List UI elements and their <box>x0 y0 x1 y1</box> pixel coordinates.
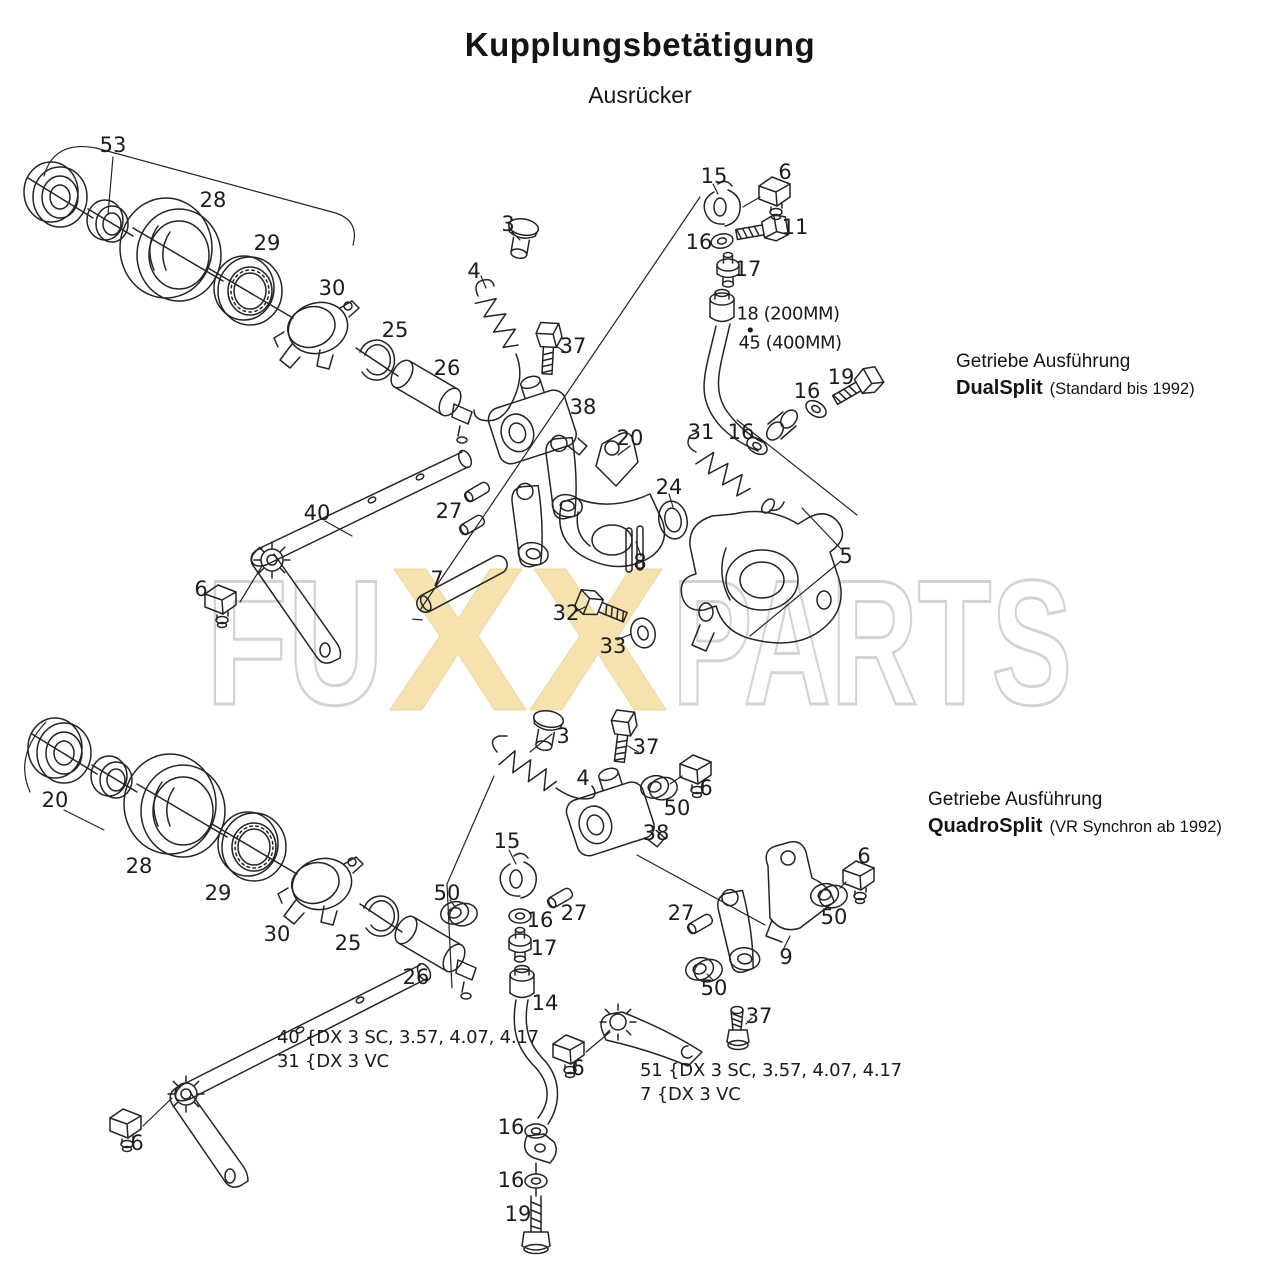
watermark-xx: XX <box>388 525 668 754</box>
leader-lines-upper <box>419 196 858 611</box>
hose-lower <box>513 999 559 1255</box>
hose-18-45-upper <box>703 288 799 459</box>
plug-3-upper <box>502 215 541 262</box>
bearing-row-upper <box>23 146 473 444</box>
bracket-20-upper <box>595 432 639 487</box>
bleeder-valve-17-lower <box>508 926 532 963</box>
watermark-parts: PARTS <box>672 543 1072 742</box>
watermark-fu: FU <box>206 543 384 742</box>
bearing-row-lower <box>24 717 477 1000</box>
variant-note-dualsplit: Getriebe Ausführung DualSplit (Standard b… <box>956 349 1195 403</box>
bushing-50-lower-b <box>637 769 681 806</box>
housing-5-upper <box>680 507 844 652</box>
master-cylinder-38-upper <box>478 365 590 480</box>
bushing-50-lower-d <box>682 951 726 988</box>
washer-16-upper-b <box>802 396 830 422</box>
variant-detail: (VR Synchron ab 1992) <box>1049 818 1222 836</box>
banjo-fitting-6-upper <box>742 176 791 221</box>
bolt-37-lower-a <box>605 708 640 765</box>
seal-ring-24-upper <box>657 493 689 540</box>
banjo-fitting-6-lower-d <box>552 1031 611 1079</box>
hose-clamp-15-lower <box>499 849 537 899</box>
hose-nut-14-lower <box>509 964 535 999</box>
bolt-37-lower-b <box>726 1005 753 1051</box>
drain-fitting-6-upper-left <box>204 565 263 629</box>
washer-16-lower-a <box>508 908 532 924</box>
page-subtitle: Ausrücker <box>588 82 692 108</box>
pins-27-lower <box>545 885 715 937</box>
lever-51-lower <box>599 1003 703 1067</box>
banjo-fitting-6-lower-b <box>669 754 712 799</box>
spring-31-upper <box>687 431 785 514</box>
variant-name: DualSplit <box>956 377 1043 399</box>
leader-lines-lower <box>446 775 766 989</box>
variant-note-quadrosplit: Getriebe Ausführung QuadroSplit (VR Synch… <box>928 787 1222 841</box>
watermark: FU XX PARTS <box>205 525 1074 755</box>
banjo-fitting-6-lower-c <box>839 860 875 905</box>
bolt-19-upper <box>827 362 887 413</box>
bolt-37-upper <box>533 321 566 376</box>
bolt-32-upper <box>572 585 631 631</box>
plug-3-lower <box>527 707 566 754</box>
pins-8-upper <box>625 525 644 573</box>
lever-arm-lower-right <box>712 888 766 975</box>
page-title: Kupplungsbetätigung <box>464 26 816 63</box>
variant-name: QuadroSplit <box>928 815 1043 837</box>
bracket-9-lower <box>765 840 835 951</box>
variant-intro: Getriebe Ausführung <box>956 351 1131 372</box>
variant-intro: Getriebe Ausführung <box>928 789 1103 810</box>
variant-detail: (Standard bis 1992) <box>1049 380 1195 398</box>
master-cylinder-38-lower <box>556 757 668 872</box>
hose-clamp-15-upper <box>703 180 741 227</box>
exploded-drawing-quadrosplit <box>24 707 875 1255</box>
drain-fitting-6-lower-left <box>109 1097 173 1153</box>
washer-16-upper-a <box>709 231 735 251</box>
bleeder-valve-17-upper <box>716 251 740 288</box>
spring-4-lower <box>491 735 596 800</box>
pin-7-upper <box>412 555 508 621</box>
shaft-40-upper <box>250 449 473 664</box>
bushing-50-lower-a <box>437 895 481 932</box>
exploded-drawing-dualsplit <box>23 146 887 664</box>
shaft-40-lower <box>167 962 432 1188</box>
washer-33-upper <box>616 617 656 649</box>
spring-4-upper <box>473 275 524 422</box>
